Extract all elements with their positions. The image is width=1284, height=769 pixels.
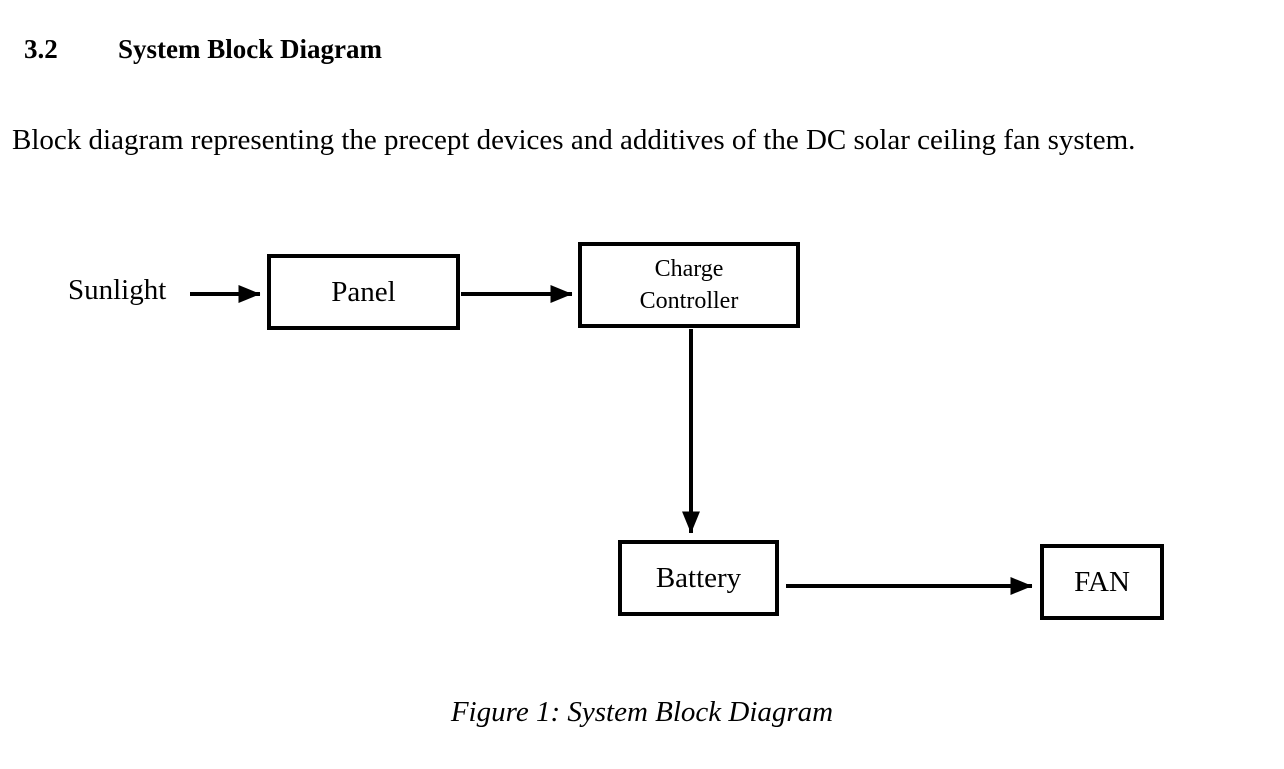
- panel-block: Panel: [267, 254, 460, 330]
- section-heading: 3.2 System Block Diagram: [24, 34, 382, 65]
- charge-controller-label-line1: Charge: [654, 255, 724, 282]
- fan-label: FAN: [1074, 565, 1130, 598]
- battery-label: Battery: [655, 561, 742, 594]
- body-paragraph: Block diagram representing the precept d…: [12, 124, 1136, 156]
- section-title: System Block Diagram: [118, 34, 382, 64]
- panel-label: Panel: [331, 275, 396, 308]
- charge-controller-block: Charge Controller: [578, 242, 800, 328]
- sunlight-label: Sunlight: [68, 274, 167, 306]
- section-number: 3.2: [24, 34, 58, 64]
- charge-controller-label-line2: Controller: [639, 288, 739, 314]
- battery-block: Battery: [618, 540, 779, 616]
- fan-block: FAN: [1040, 544, 1164, 620]
- figure-caption: Figure 1: System Block Diagram: [450, 696, 834, 728]
